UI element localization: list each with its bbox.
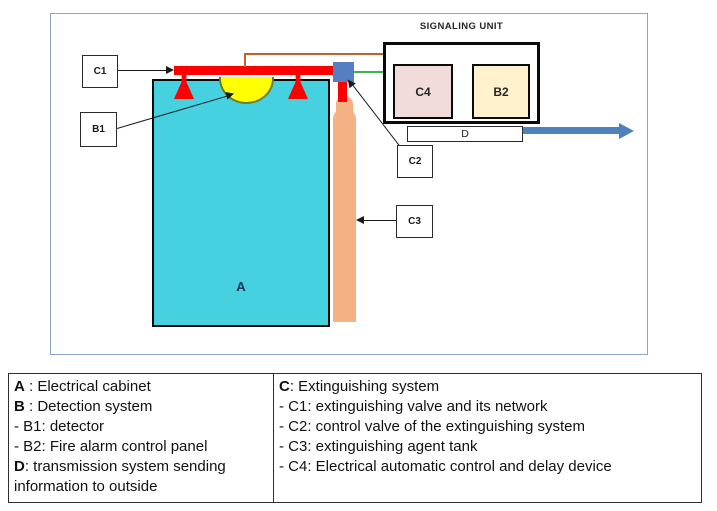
callout-b1: B1 [80, 112, 117, 147]
legend-description: - C4: Electrical automatic control and d… [279, 458, 612, 475]
callout-c1: C1 [82, 55, 118, 88]
legend-description: : transmission system sending informatio… [14, 458, 226, 495]
brown-wire-segment [244, 53, 246, 67]
legend-term: C [279, 378, 290, 395]
legend-entry: - C4: Electrical automatic control and d… [279, 457, 695, 477]
c4-device-box: C4 [393, 64, 453, 119]
legend-entry: - C3: extinguishing agent tank [279, 437, 695, 457]
legend-description: - B2: Fire alarm control panel [14, 438, 208, 455]
outgoing-arrow-head [619, 122, 634, 139]
legend-term: B [14, 398, 25, 415]
extinguishing-pipe-vertical [338, 80, 347, 102]
legend-term: D [14, 458, 25, 475]
legend-entry: - B2: Fire alarm control panel [14, 437, 267, 457]
control-valve-shape [333, 62, 354, 82]
legend-description: : Electrical cabinet [24, 378, 151, 395]
legend-right-column: C: Extinguishing system - C1: extinguish… [274, 374, 701, 502]
legend-description: - B1: detector [14, 418, 105, 435]
legend-entry: C: Extinguishing system [279, 377, 695, 397]
legend-entry: - B1: detector [14, 417, 267, 437]
brown-wire-segment [244, 53, 498, 55]
legend-description: - C2: control valve of the extinguishing… [279, 418, 585, 435]
legend-entry: B : Detection system [14, 397, 267, 417]
legend-description: : Extinguishing system [289, 378, 440, 395]
b2-control-panel-box: B2 [472, 64, 530, 119]
legend-table: A : Electrical cabinet B : Detection sys… [8, 373, 702, 503]
arrowhead-icon [166, 66, 174, 75]
signaling-unit-title: SIGNALING UNIT [419, 21, 504, 32]
legend-description: - C3: extinguishing agent tank [279, 438, 478, 455]
legend-term: A [14, 378, 25, 395]
legend-left-column: A : Electrical cabinet B : Detection sys… [9, 374, 274, 502]
callout-c2: C2 [397, 145, 433, 178]
outgoing-arrow-shaft [523, 127, 620, 134]
leader-arrow-c1 [118, 66, 174, 75]
cabinet-label-a: A [236, 279, 246, 294]
legend-description: : Detection system [24, 398, 153, 415]
legend-entry: - C1: extinguishing valve and its networ… [279, 397, 695, 417]
legend-entry: D: transmission system sending informati… [14, 457, 267, 497]
green-wire-valve-to-c4 [354, 71, 393, 73]
callout-c3: C3 [396, 205, 433, 238]
extinguishing-pipe-horizontal [174, 66, 336, 75]
legend-description: - C1: extinguishing valve and its networ… [279, 398, 548, 415]
arrowhead-icon [356, 216, 364, 225]
legend-entry: - C2: control valve of the extinguishing… [279, 417, 695, 437]
leader-arrow-c3 [356, 216, 396, 225]
legend-entry: A : Electrical cabinet [14, 377, 267, 397]
transmission-system-box: D [407, 126, 523, 142]
electrical-cabinet-shape [152, 79, 330, 327]
agent-tank-shape [333, 109, 356, 322]
